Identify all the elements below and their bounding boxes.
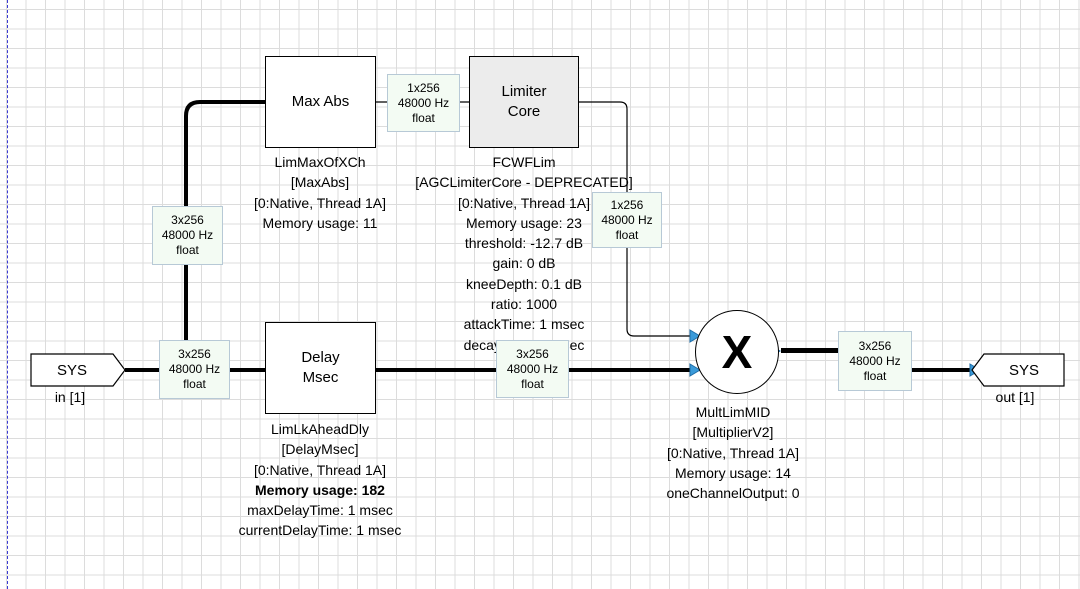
multiply-icon: X [721,326,753,378]
limiter-knee: kneeDepth: 0.1 dB [466,275,582,292]
max-abs-memory: Memory usage: 11 [262,214,378,231]
signal-info-line: 48000 Hz [849,353,901,368]
delay-class: [DelayMsec] [281,441,359,458]
signal-info-line: 48000 Hz [161,228,214,242]
multiplier-block[interactable]: X [695,310,779,394]
sys-in-shape [30,353,126,387]
max-abs-info: LimMaxOfXCh [MaxAbs] [0:Native, Thread 1… [220,152,420,233]
limiter-ratio: ratio: 1000 [490,296,558,313]
limiter-core-info: FCWFLim [AGCLimiterCore - DEPRECATED] [0… [384,152,664,355]
signal-info-line: 3x256 [171,213,204,227]
delay-msec-block[interactable]: Delay Msec [265,322,376,414]
mult-memory: Memory usage: 14 [675,464,791,481]
sys-out-label[interactable]: SYS [1008,361,1039,379]
sys-in-caption: in [1] [54,389,86,405]
signal-info-line: 3x256 [858,338,892,353]
signal-info-line: 48000 Hz [506,361,559,376]
multiplier-info: MultLimMID [MultiplierV2] [0:Native, Thr… [633,402,833,503]
signal-info-line: 1x256 [407,80,440,95]
wire-in-to-maxabs [184,100,266,370]
delay-msec-info: LimLkAheadDly [DelayMsec] [0:Native, Thr… [205,419,435,541]
delay-instance: LimLkAheadDly [270,421,370,437]
max-abs-block[interactable]: Max Abs [265,56,376,148]
signal-info-line: 48000 Hz [168,362,221,376]
delay-current-time: currentDelayTime: 1 msec [238,522,402,539]
signal-info-line: float [521,376,544,391]
guide-line [7,0,8,589]
signal-info-line: 48000 Hz [601,212,653,227]
limiter-thread: [0:Native, Thread 1A] [457,194,591,211]
signal-info-line: 48000 Hz [397,95,450,110]
mult-class: [MultiplierV2] [692,424,774,441]
mult-instance: MultLimMID [695,404,771,420]
sys-in-label[interactable]: SYS [56,361,87,379]
signal-info-line: 3x256 [178,347,211,361]
max-abs-instance: LimMaxOfXCh [274,154,366,170]
limiter-gain: gain: 0 dB [492,255,556,272]
delay-msec-title: Delay Msec [301,349,340,386]
delay-thread: [0:Native, Thread 1A] [253,461,387,478]
delay-max-time: maxDelayTime: 1 msec [247,502,393,519]
limiter-core-title: Limiter Core [501,83,547,120]
limiter-core-block[interactable]: Limiter Core [469,56,579,148]
limiter-class: [AGCLimiterCore - DEPRECATED] [415,174,633,191]
signal-info-line: float [615,227,639,242]
max-abs-thread: [0:Native, Thread 1A] [253,194,387,211]
sys-out-caption: out [1] [995,389,1035,405]
mult-thread: [0:Native, Thread 1A] [666,444,800,461]
max-abs-class: [MaxAbs] [290,174,350,191]
signal-info-line: float [183,377,206,391]
sys-out-shape [971,353,1065,387]
limiter-attack: attackTime: 1 msec [463,316,585,333]
mult-one-channel: oneChannelOutput: 0 [666,485,800,502]
signal-info-line: 3x256 [516,346,549,361]
signal-info-line: float [176,243,199,257]
port-mult-in2 [689,363,701,377]
max-abs-title: Max Abs [291,93,350,110]
signal-info-line: 1x256 [610,197,644,212]
limiter-instance: FCWFLim [492,154,556,170]
delay-memory: Memory usage: 182 [255,481,385,498]
signal-info-line: float [863,368,887,383]
limiter-memory: Memory usage: 23 [466,214,582,231]
limiter-threshold: threshold: -12.7 dB [464,235,584,252]
port-mult-in1 [689,329,701,343]
signal-info-line: float [412,110,435,125]
